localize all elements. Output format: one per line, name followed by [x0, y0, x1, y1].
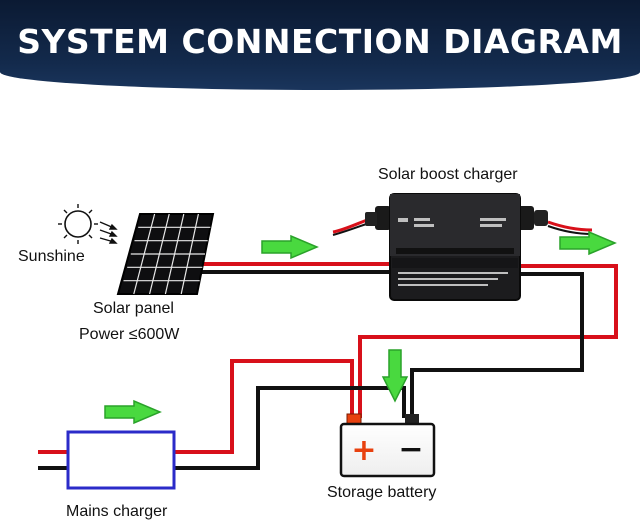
battery-plus-sign: + [351, 433, 376, 468]
wire-charger-negative [410, 272, 584, 418]
wires [38, 214, 618, 470]
solar-boost-charger-device [365, 193, 548, 301]
storage-battery-icon [339, 413, 436, 478]
wire-mains-positive [174, 359, 354, 454]
battery-minus-sign: − [398, 432, 423, 467]
label-power: Power ≤600W [79, 326, 180, 343]
solar-panel-icon [116, 213, 215, 295]
label-storage-battery: Storage battery [327, 484, 437, 501]
arrow-down-icon [381, 349, 409, 403]
page-title: SYSTEM CONNECTION DIAGRAM [17, 22, 623, 61]
label-solar-boost-charger: Solar boost charger [378, 166, 518, 183]
mains-charger-box [66, 430, 176, 490]
arrow-right-icon [104, 399, 162, 425]
flow-arrows [104, 230, 617, 425]
header-banner: SYSTEM CONNECTION DIAGRAM [0, 0, 640, 90]
arrow-right-icon [261, 234, 319, 260]
sun-icon [58, 204, 118, 244]
label-sunshine: Sunshine [18, 248, 85, 265]
wire-mains-negative [174, 386, 406, 470]
arrow-right-icon [559, 230, 617, 256]
wire-charger-positive [358, 264, 618, 418]
label-solar-panel: Solar panel [93, 300, 174, 317]
label-mains-charger: Mains charger [66, 503, 168, 520]
